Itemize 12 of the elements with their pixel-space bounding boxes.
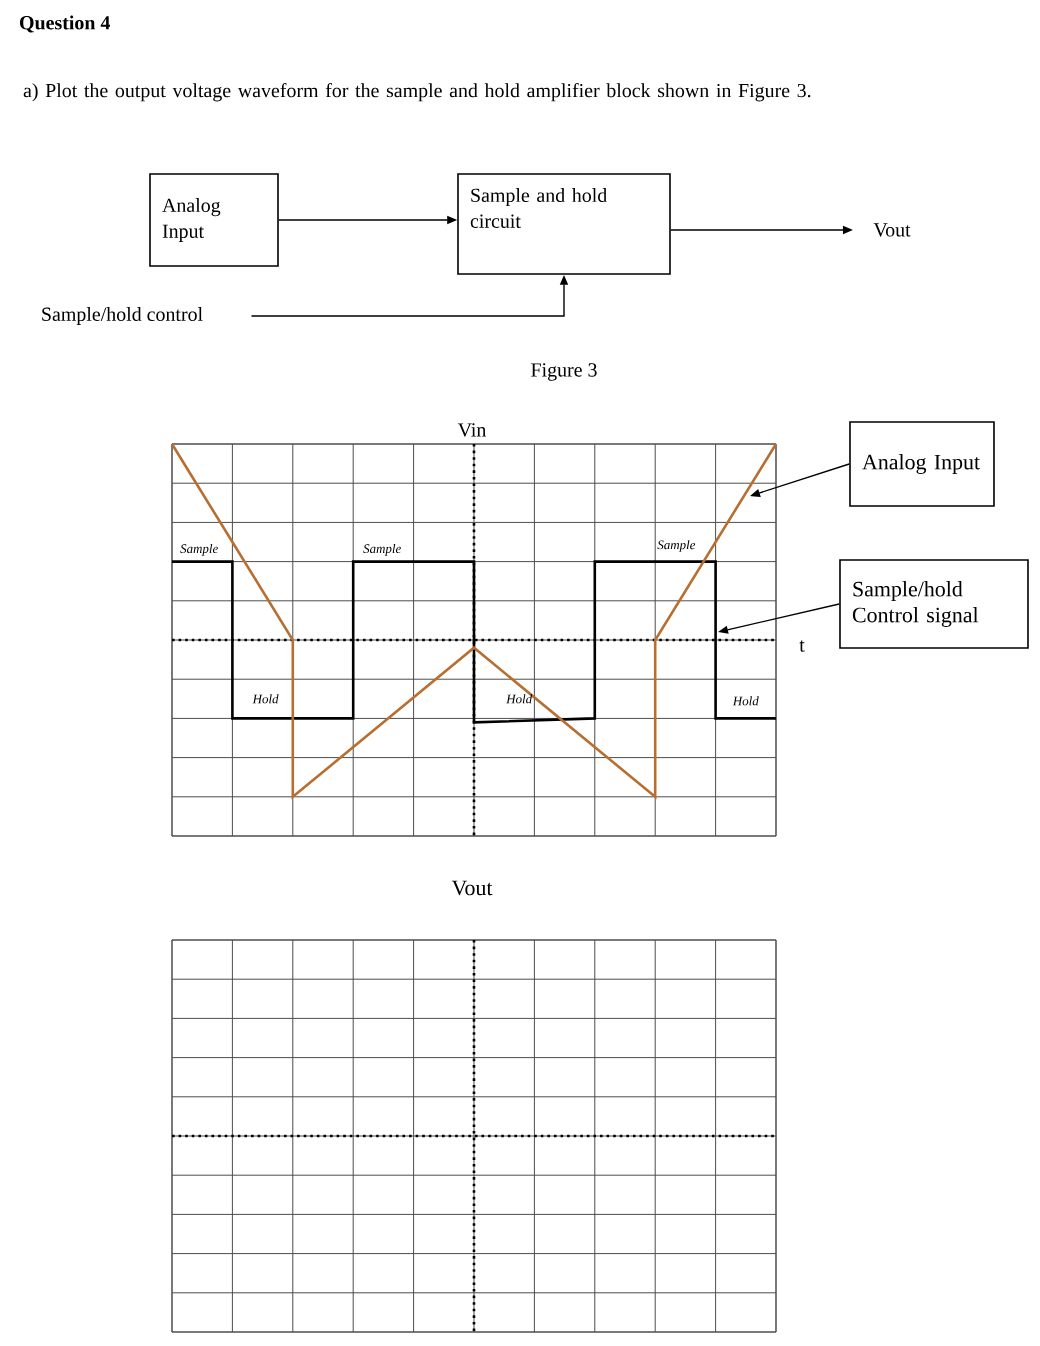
- heading: Question 4: [20, 15, 110, 33]
- block-box: Sample and hold circuit: [457, 173, 671, 275]
- callout-box: Analog Input: [849, 421, 995, 507]
- figure-caption: Figure 3: [531, 363, 597, 381]
- axis-label: Vin: [457, 423, 487, 437]
- signal-label: Vout: [873, 223, 911, 237]
- graph-title: Vout: [451, 880, 493, 896]
- signal-label: Sample/hold control: [42, 306, 203, 326]
- callout-box: Sample/hold Control signal: [839, 559, 1029, 649]
- question-text: a) Plot the output voltage waveform for the sample and hold amplifier block shown in Figure 3.: [23, 83, 811, 102]
- axis-label: t: [799, 640, 805, 652]
- block-box: Analog Input: [149, 173, 279, 267]
